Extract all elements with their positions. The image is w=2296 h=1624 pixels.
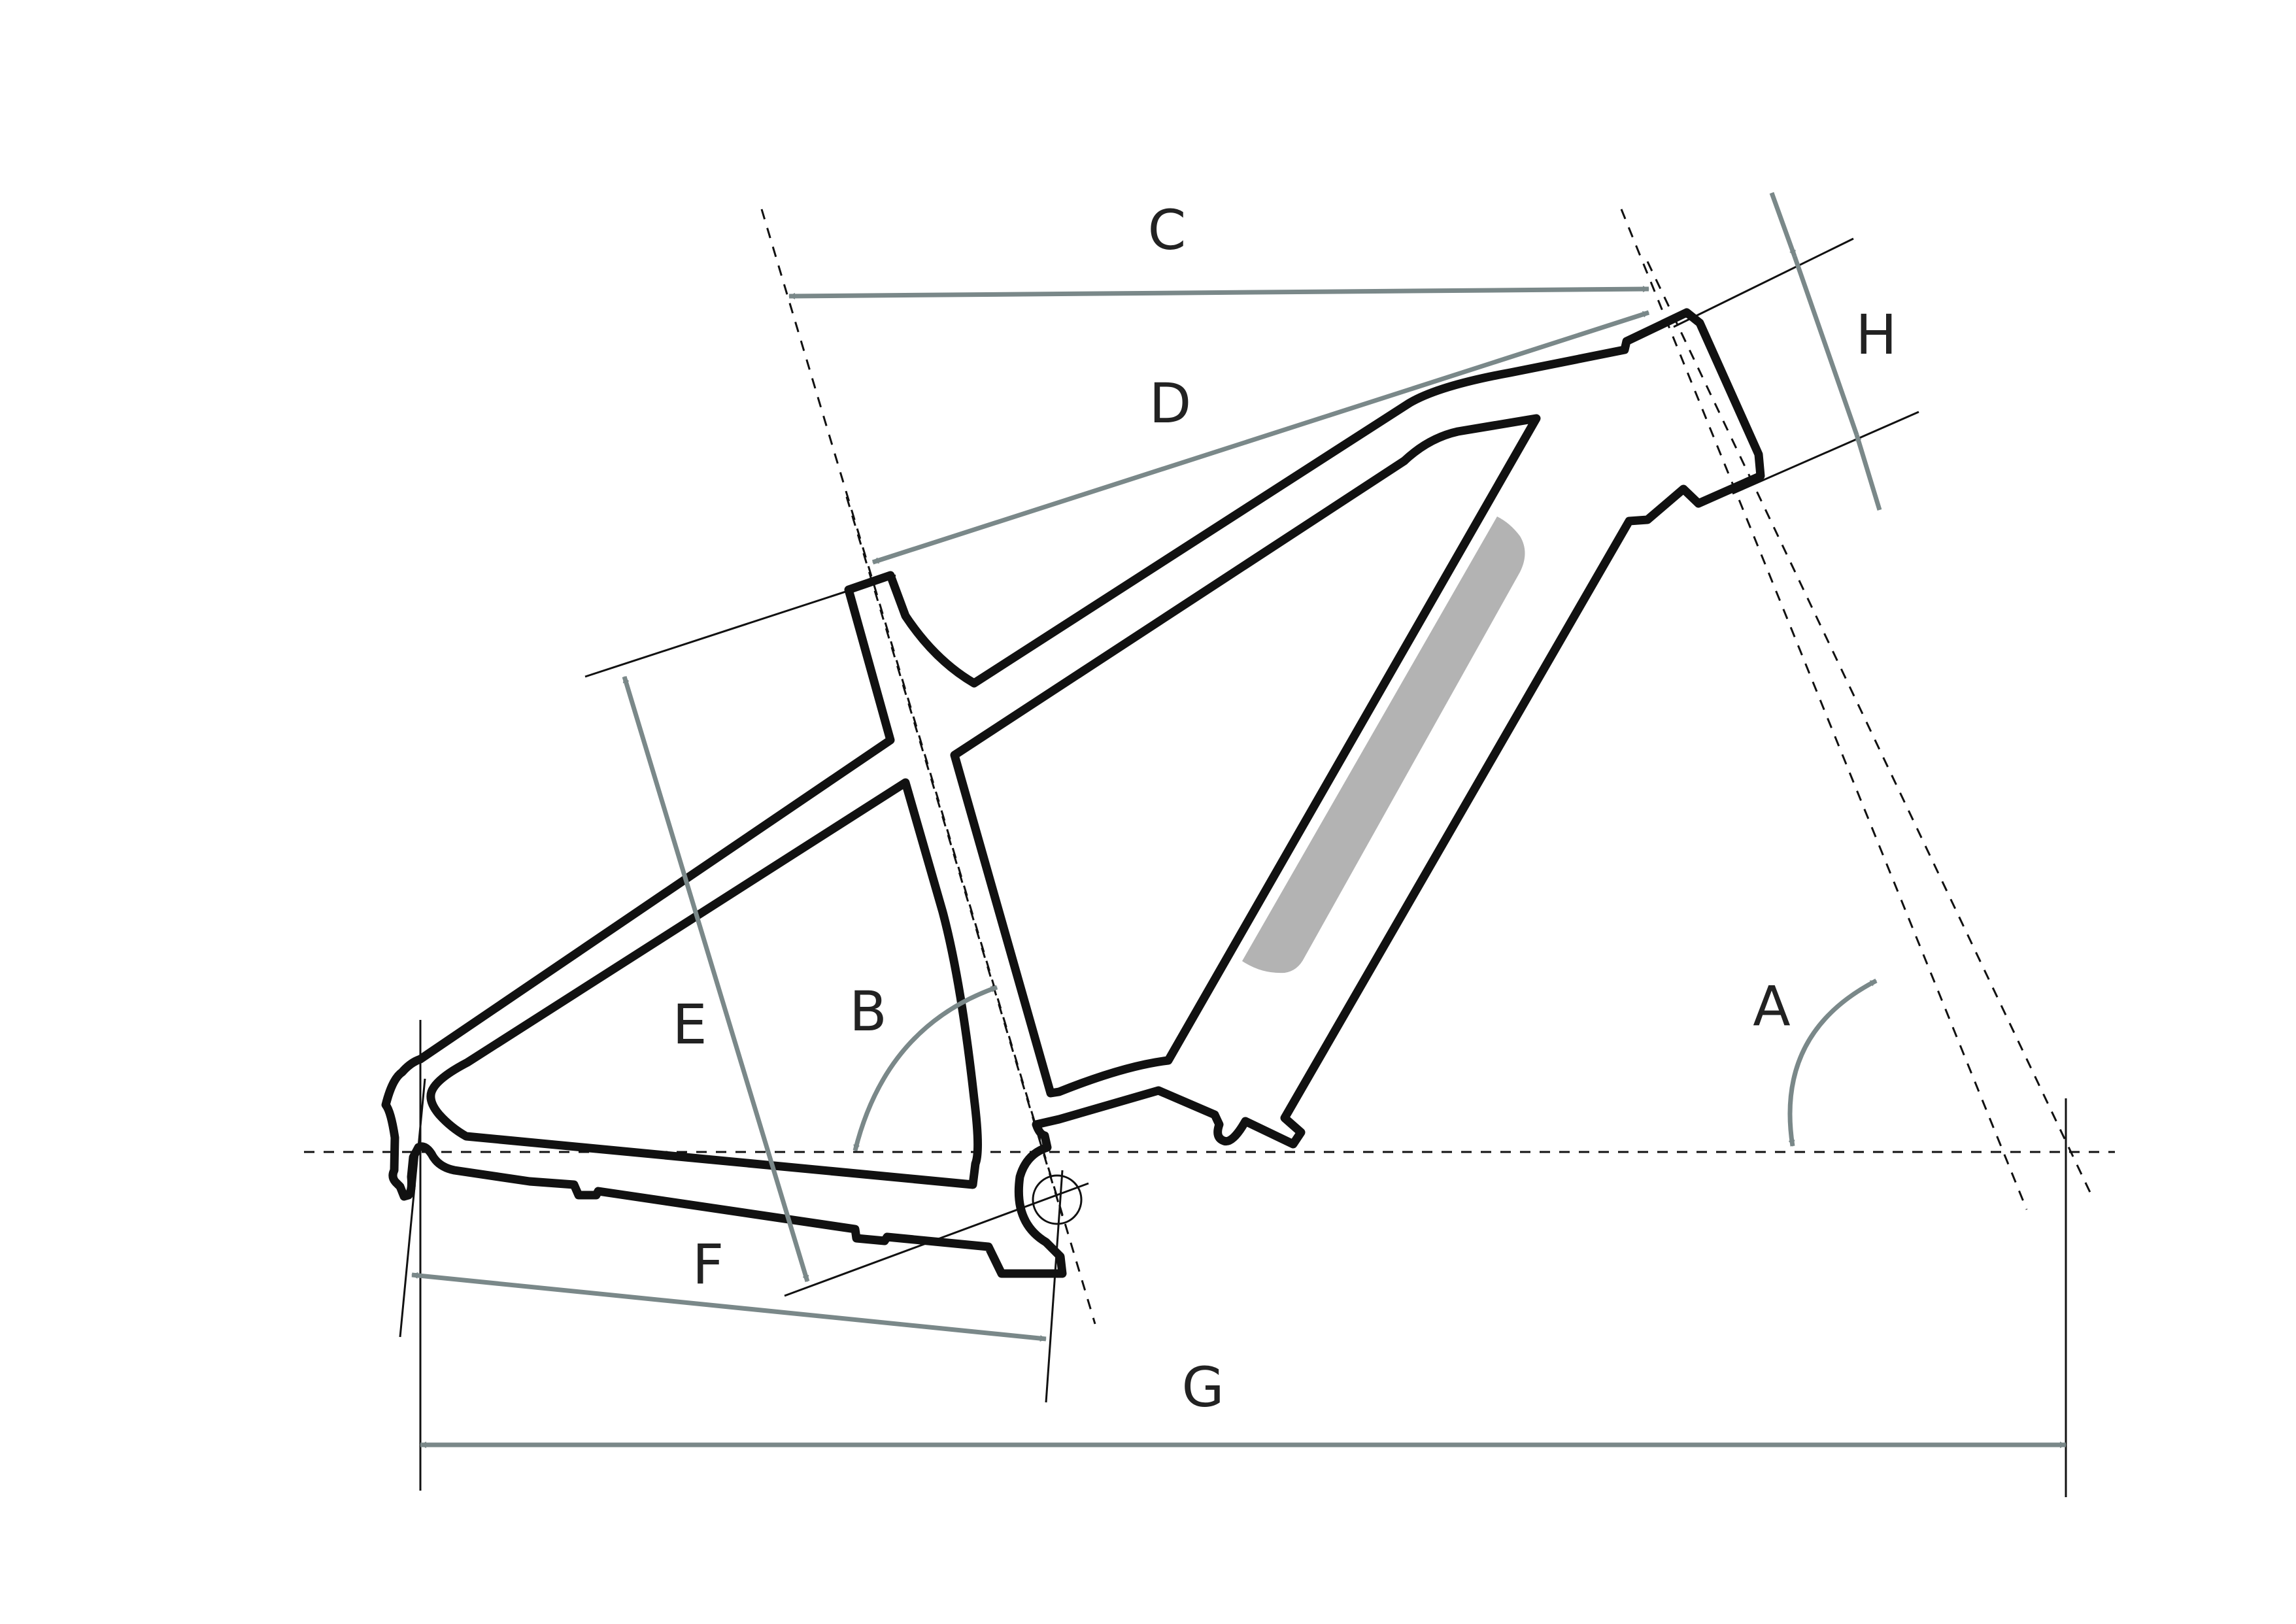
dimension-h-bottom-arrow bbox=[1854, 433, 1882, 511]
dimension-h-line bbox=[1792, 255, 1859, 436]
dimension-f-arrow bbox=[411, 1272, 1047, 1342]
label-h: H bbox=[1855, 303, 1897, 367]
rear-axle-slanted-line bbox=[399, 1078, 426, 1338]
label-g: G bbox=[1181, 1355, 1224, 1419]
frame-main-triangle-cutout bbox=[950, 414, 1541, 1098]
seat-tube-top-reference-line bbox=[584, 574, 896, 678]
bottom-bracket-vertical-line bbox=[1045, 1170, 1064, 1403]
frame-rear-triangle-cutout bbox=[426, 778, 983, 1189]
label-d: D bbox=[1149, 371, 1192, 435]
bottom-bracket-circle bbox=[1032, 1174, 1083, 1225]
head-tube-top-reference-line bbox=[1673, 237, 1854, 328]
steering-axis-dashed-line-2 bbox=[1646, 261, 2093, 1197]
dimension-e-arrow bbox=[622, 675, 810, 1283]
seat-tube-axis-dashed-line-2 bbox=[845, 496, 1064, 1217]
dimension-c-arrow bbox=[788, 286, 1649, 299]
angle-a-arc bbox=[1787, 978, 1878, 1147]
angle-b-arc bbox=[853, 985, 998, 1151]
frame-outer-outline bbox=[381, 308, 1765, 1278]
label-b: B bbox=[849, 979, 887, 1043]
label-a: A bbox=[1753, 974, 1790, 1038]
label-f: F bbox=[692, 1232, 724, 1296]
label-c: C bbox=[1148, 198, 1187, 262]
battery-shape bbox=[1242, 516, 1525, 973]
steering-axis-dashed-line bbox=[1620, 209, 2028, 1210]
head-tube-bottom-reference-line bbox=[1732, 411, 1919, 495]
label-e: E bbox=[672, 992, 707, 1057]
dimension-h-top-arrow bbox=[1769, 192, 1797, 258]
dimension-d-arrow bbox=[871, 310, 1650, 565]
